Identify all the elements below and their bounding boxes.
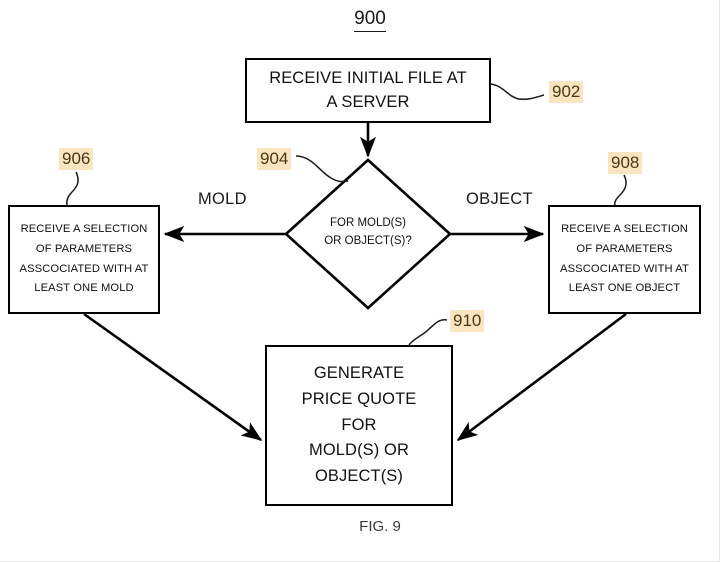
decision-diamond-shape bbox=[284, 158, 452, 310]
branch-label-object: OBJECT bbox=[466, 190, 533, 208]
leader-line-906 bbox=[66, 171, 79, 206]
branch-label-mold: MOLD bbox=[198, 190, 247, 208]
generate-quote-node[interactable]: GENERATE PRICE QUOTE FOR MOLD(S) OR OBJE… bbox=[265, 345, 453, 506]
leader-line-908 bbox=[614, 174, 627, 207]
reference-number-910: 910 bbox=[450, 310, 485, 332]
decision-node-label: FOR MOLD(S) OR OBJECT(S)? bbox=[324, 217, 412, 247]
reference-number-904: 904 bbox=[257, 148, 292, 170]
object-parameters-node[interactable]: RECEIVE A SELECTION OF PARAMETERS ASSCOC… bbox=[548, 205, 701, 314]
edge-908-to-910 bbox=[456, 312, 627, 442]
object-parameters-node-label: RECEIVE A SELECTION OF PARAMETERS ASSCOC… bbox=[560, 223, 689, 295]
reference-number-908: 908 bbox=[608, 152, 643, 174]
mold-parameters-node[interactable]: RECEIVE A SELECTION OF PARAMETERS ASSCOC… bbox=[8, 205, 160, 314]
leader-line-904 bbox=[295, 155, 349, 183]
edge-906-to-910 bbox=[83, 312, 263, 442]
figure-number: 900 bbox=[310, 8, 430, 32]
receive-file-node[interactable]: RECEIVE INITIAL FILE AT A SERVER bbox=[245, 58, 491, 123]
leader-line-910 bbox=[408, 319, 448, 346]
leader-line-902 bbox=[490, 83, 545, 100]
figure-number-value: 900 bbox=[354, 8, 386, 32]
reference-number-906: 906 bbox=[59, 148, 94, 170]
reference-number-902: 902 bbox=[549, 81, 584, 103]
mold-parameters-node-label: RECEIVE A SELECTION OF PARAMETERS ASSCOC… bbox=[19, 223, 149, 295]
receive-file-node-label: RECEIVE INITIAL FILE AT A SERVER bbox=[269, 69, 467, 111]
generate-quote-node-label: GENERATE PRICE QUOTE FOR MOLD(S) OR OBJE… bbox=[301, 364, 417, 486]
figure-caption: FIG. 9 bbox=[359, 518, 401, 535]
